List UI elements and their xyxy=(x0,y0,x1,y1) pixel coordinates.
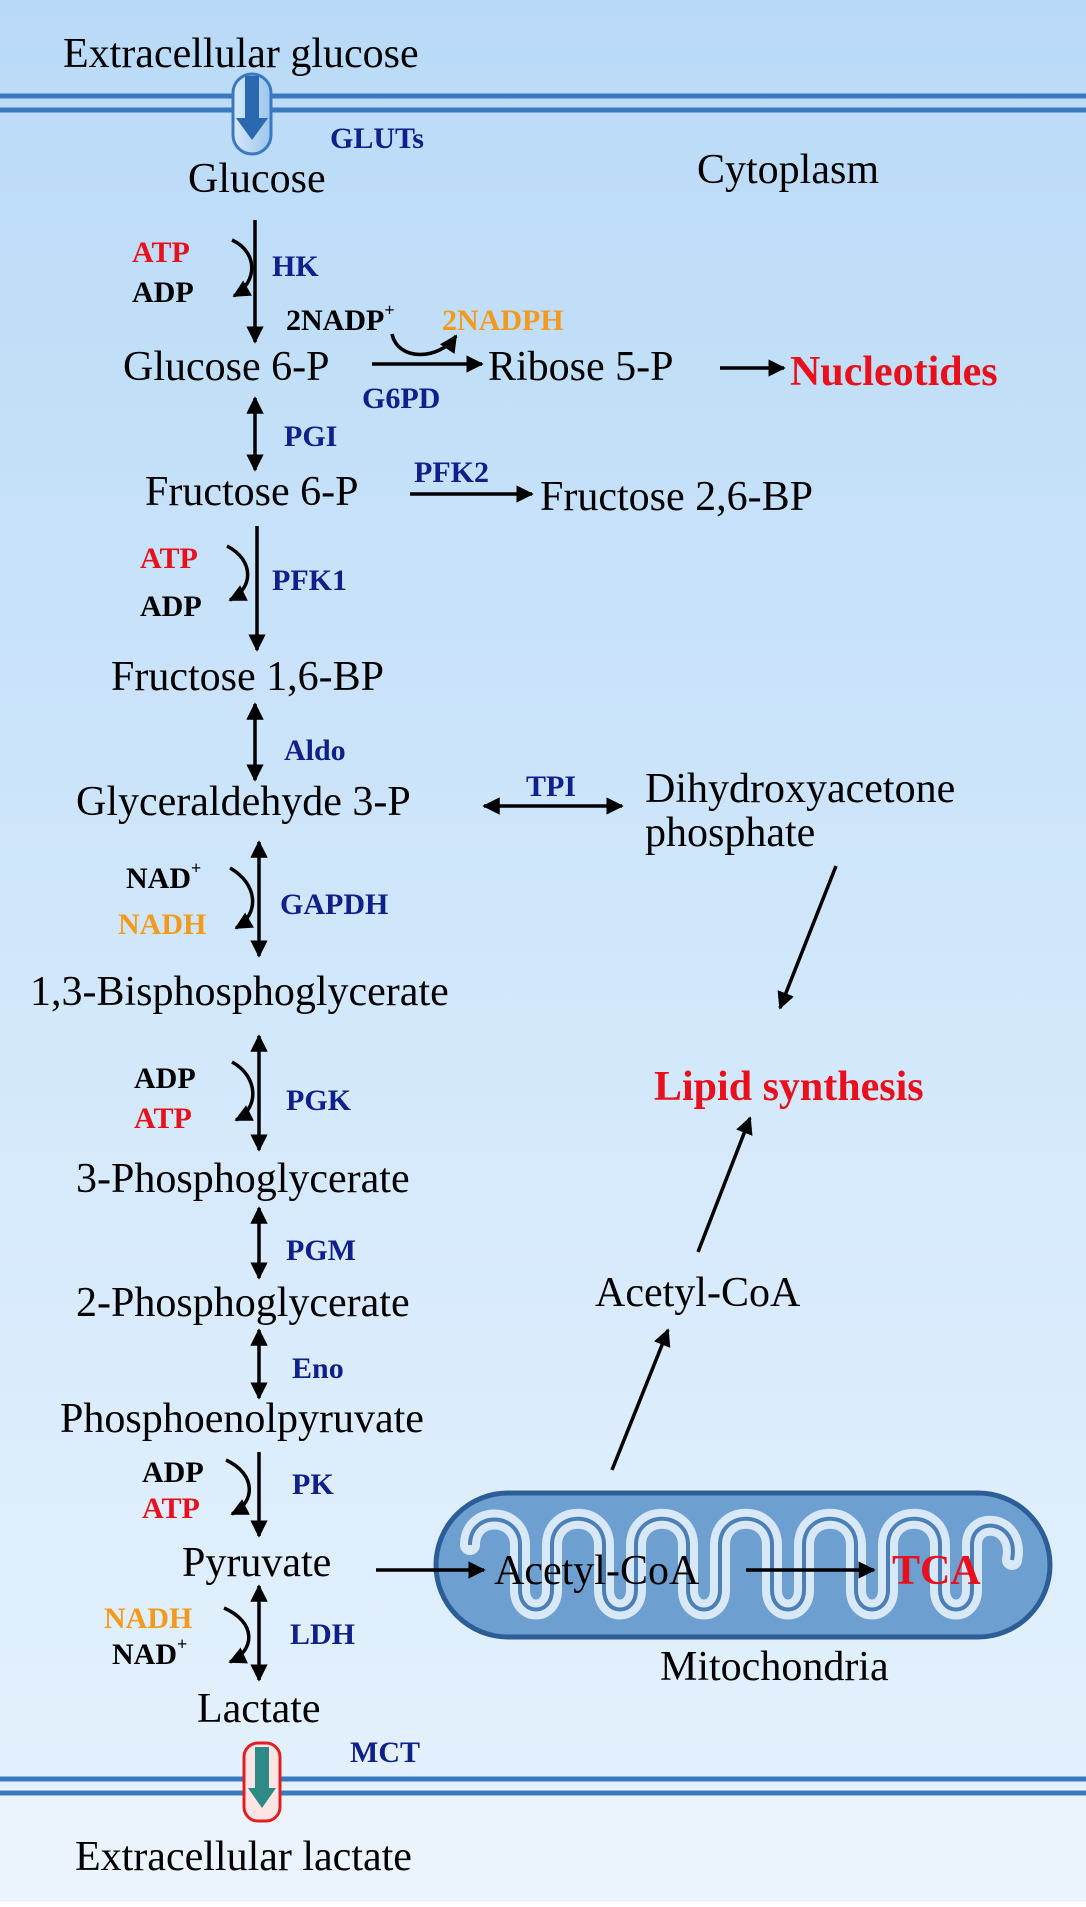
extracellular-glucose-label: Extracellular glucose xyxy=(63,31,419,77)
metabolite-pep: Phosphoenolpyruvate xyxy=(60,1396,424,1442)
arrow-dhap-lipid xyxy=(777,865,838,1010)
enzyme-pfk2: PFK2 xyxy=(414,456,489,489)
cofactor-gapdh-nad: NAD+ xyxy=(126,858,201,895)
enzyme-pgm: PGM xyxy=(286,1234,356,1267)
curve-pgk xyxy=(231,1060,255,1122)
enzyme-tpi: TPI xyxy=(526,770,576,803)
enzyme-aldo: Aldo xyxy=(284,734,346,767)
cofactor-g6pd-nadph: 2NADPH xyxy=(442,304,564,337)
metabolite-f16bp: Fructose 1,6-BP xyxy=(111,654,384,700)
extracellular-lactate-label: Extracellular lactate xyxy=(75,1834,412,1880)
enzyme-ldh: LDH xyxy=(290,1618,355,1651)
enzyme-eno: Eno xyxy=(292,1352,344,1385)
glut-transporter-icon xyxy=(231,72,273,156)
arrow-acetylcoa-lipid xyxy=(696,1116,753,1253)
enzyme-g6pd: G6PD xyxy=(362,382,440,415)
output-lipid-synthesis: Lipid synthesis xyxy=(654,1064,924,1110)
cofactor-ldh-nad: NAD+ xyxy=(112,1634,187,1671)
gluts-label: GLUTs xyxy=(330,122,424,155)
enzyme-pgk: PGK xyxy=(286,1084,352,1117)
metabolite-lactate: Lactate xyxy=(197,1686,321,1732)
cofactor-ldh-nadh: NADH xyxy=(104,1602,192,1635)
enzyme-pfk1: PFK1 xyxy=(272,564,347,597)
enzyme-pk: PK xyxy=(292,1468,334,1501)
metabolite-2pg: 2-Phosphoglycerate xyxy=(76,1280,410,1326)
arrow-mito-acetylcoa xyxy=(610,1328,671,1471)
curve-pk xyxy=(225,1458,251,1516)
metabolite-bpg: 1,3-Bisphosphoglycerate xyxy=(30,969,449,1015)
cofactor-pfk1-adp: ADP xyxy=(140,590,202,623)
enzyme-gapdh: GAPDH xyxy=(280,888,388,921)
plasma-membrane-bottom xyxy=(0,1776,1086,1796)
cofactor-pk-adp: ADP xyxy=(142,1456,204,1489)
mitochondria-label: Mitochondria xyxy=(660,1644,889,1690)
output-tca: TCA xyxy=(892,1548,981,1594)
mct-transporter-icon xyxy=(242,1741,282,1823)
cytoplasm-label: Cytoplasm xyxy=(697,147,879,193)
cofactor-pfk1-atp: ATP xyxy=(140,542,198,575)
cofactor-pgk-adp: ADP xyxy=(134,1062,196,1095)
curve-hk xyxy=(231,238,254,298)
mct-label: MCT xyxy=(350,1736,420,1769)
output-nucleotides: Nucleotides xyxy=(790,349,998,395)
cofactor-gapdh-nadh: NADH xyxy=(118,908,206,941)
metabolite-3pg: 3-Phosphoglycerate xyxy=(76,1156,410,1202)
mitochondrion-icon xyxy=(433,1490,1053,1640)
reaction-arrows xyxy=(223,220,876,1682)
metabolite-f26bp: Fructose 2,6-BP xyxy=(540,474,813,520)
metabolite-dhap-line1: Dihydroxyacetone xyxy=(645,766,955,812)
curve-pfk1 xyxy=(226,544,250,602)
cofactor-pk-atp: ATP xyxy=(142,1492,200,1525)
cofactor-pgk-atp: ATP xyxy=(134,1102,192,1135)
curve-g6pd xyxy=(390,333,458,357)
metabolite-acetylcoa-cytoplasm: Acetyl-CoA xyxy=(595,1270,801,1316)
extracellular-bottom-region xyxy=(0,1788,1086,1902)
curve-gapdh xyxy=(229,866,255,930)
metabolite-g6p: Glucose 6-P xyxy=(123,344,329,390)
cofactor-hk-adp: ADP xyxy=(132,276,194,309)
metabolite-dhap-line2: phosphate xyxy=(645,810,815,856)
plasma-membrane-top xyxy=(0,93,1086,113)
enzyme-hk: HK xyxy=(272,250,319,283)
metabolite-g3p: Glyceraldehyde 3-P xyxy=(76,779,411,825)
cofactor-g6pd-nadp: 2NADP+ xyxy=(286,300,395,337)
metabolite-glucose: Glucose xyxy=(188,156,326,202)
metabolite-r5p: Ribose 5-P xyxy=(488,344,674,390)
metabolite-f6p: Fructose 6-P xyxy=(145,469,359,515)
metabolite-pyruvate: Pyruvate xyxy=(182,1540,331,1586)
metabolite-acetylcoa-mitochondria: Acetyl-CoA xyxy=(494,1548,700,1594)
enzyme-pgi: PGI xyxy=(284,420,337,453)
cofactor-hk-atp: ATP xyxy=(132,236,190,269)
curve-ldh xyxy=(223,1606,251,1664)
